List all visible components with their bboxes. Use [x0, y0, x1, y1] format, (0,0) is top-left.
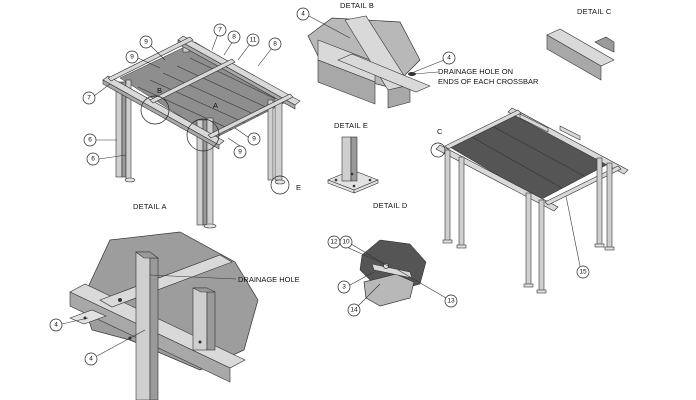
detail-c-callout-circle: [430, 142, 446, 158]
detail-e-view: [327, 136, 379, 194]
drainage-ends-note-line2: ENDS OF EACH CROSSBAR: [438, 77, 539, 86]
detail-e-callout-circle: [270, 175, 290, 195]
balloon-9: 9: [130, 54, 134, 61]
balloon-15: 15: [579, 269, 587, 276]
balloon-13: 13: [447, 298, 455, 305]
post: [135, 251, 151, 400]
post-stub: [341, 136, 352, 182]
post: [458, 156, 465, 248]
pergola-isometric-view: B A E: [102, 35, 301, 229]
beam: [99, 254, 233, 308]
detail-a-title: DETAIL A: [133, 202, 167, 211]
detail-c-view: [546, 28, 615, 81]
marker-b: B: [157, 86, 162, 95]
balloon-7: 7: [218, 27, 222, 34]
balloon-7: 7: [87, 95, 91, 102]
post: [444, 149, 451, 243]
detail-e-title: DETAIL E: [334, 121, 368, 130]
balloon-4: 4: [301, 11, 305, 18]
main-balloons: 9 9 7 8 11 8 7 6 6 9 9: [82, 23, 282, 166]
post: [538, 199, 545, 293]
crossbar: [207, 93, 294, 139]
balloon-6: 6: [88, 137, 92, 144]
detail-d-title: DETAIL D: [373, 201, 408, 210]
balloon-11: 11: [250, 37, 257, 44]
drainage-ends-note-line1: DRAINAGE HOLE ON: [438, 67, 513, 76]
balloon-4: 4: [54, 322, 58, 329]
detail-b-callout-circle: [140, 95, 170, 125]
post: [274, 95, 283, 181]
post: [606, 162, 613, 250]
pergola-right-view: C: [430, 107, 629, 294]
balloon-4: 4: [89, 356, 93, 363]
balloon-9: 9: [252, 136, 256, 143]
detail-c-title: DETAIL C: [577, 7, 612, 16]
post: [525, 192, 532, 287]
marker-c: C: [437, 127, 443, 136]
detail-b-title: DETAIL B: [340, 1, 374, 10]
balloon-8: 8: [273, 41, 277, 48]
detail-b-view: [307, 15, 431, 109]
post: [115, 81, 123, 178]
balloon-9: 9: [238, 149, 242, 156]
marker-a: A: [213, 101, 218, 110]
balloon-10: 10: [342, 239, 350, 246]
crossbar: [107, 36, 194, 82]
post: [267, 99, 274, 181]
balloon-3: 3: [342, 284, 346, 291]
detail-d-view: [359, 239, 427, 307]
balloon-14: 14: [350, 307, 358, 314]
balloon-6: 6: [91, 156, 95, 163]
detail-a-callout-circle: [186, 118, 220, 152]
marker-e: E: [296, 183, 301, 192]
roof-panels: [447, 111, 613, 201]
crossbar: [149, 58, 236, 104]
balloon-8: 8: [232, 34, 236, 41]
post: [596, 157, 603, 247]
balloon-4: 4: [447, 55, 451, 62]
drainage-closeup-view: [69, 231, 259, 400]
balloon-9: 9: [144, 39, 148, 46]
drainage-hole-note: DRAINAGE HOLE: [238, 275, 300, 284]
balloon-12: 12: [330, 239, 338, 246]
